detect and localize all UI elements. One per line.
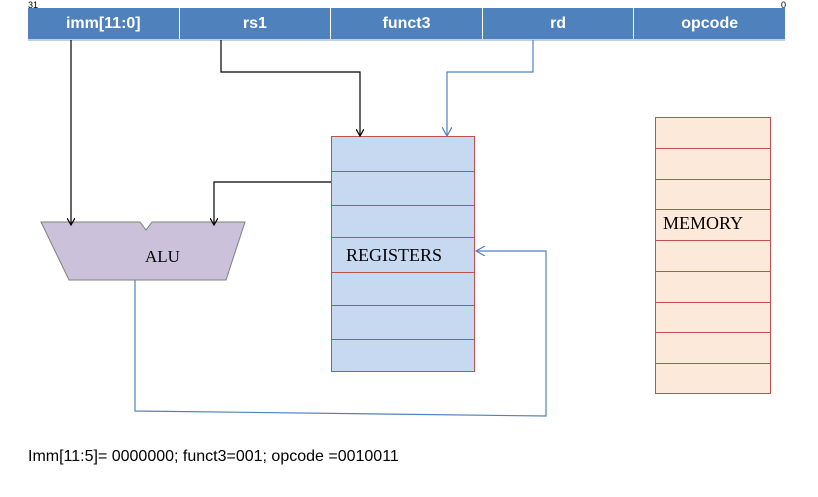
bit-label-lsb: 0 bbox=[781, 0, 787, 10]
memory-block: MEMORY bbox=[655, 117, 771, 394]
memory-row-divider bbox=[656, 332, 770, 333]
registers-block: REGISTERS bbox=[331, 136, 475, 372]
wire-registers-to-alu bbox=[214, 181, 331, 224]
encoding-footnote: Imm[11:5]= 0000000; funct3=001; opcode =… bbox=[28, 448, 399, 465]
alu-label: ALU bbox=[145, 247, 180, 266]
instruction-format-bar: imm[11:0] rs1 funct3 rd opcode bbox=[28, 8, 785, 39]
register-row-divider bbox=[332, 205, 474, 206]
register-row-divider bbox=[332, 305, 474, 306]
register-row-divider bbox=[332, 272, 474, 273]
wire-alu-to-registers bbox=[134, 251, 547, 417]
alu-shape bbox=[40, 221, 246, 281]
field-imm: imm[11:0] bbox=[28, 8, 180, 39]
register-row-divider bbox=[332, 237, 474, 238]
memory-row-divider bbox=[656, 363, 770, 364]
memory-row-divider bbox=[656, 209, 770, 210]
register-row-divider bbox=[332, 171, 474, 172]
memory-row-divider bbox=[656, 148, 770, 149]
field-rd: rd bbox=[483, 8, 635, 39]
memory-row-divider bbox=[656, 302, 770, 303]
bit-label-msb: 31 bbox=[28, 0, 39, 10]
register-row-divider bbox=[332, 339, 474, 340]
field-funct3: funct3 bbox=[331, 8, 483, 39]
wire-rd-to-registers bbox=[447, 40, 534, 135]
field-opcode: opcode bbox=[681, 14, 739, 32]
memory-row-divider bbox=[656, 240, 770, 241]
field-rs1: rs1 bbox=[180, 8, 332, 39]
memory-row-divider bbox=[656, 179, 770, 180]
wire-rs1-to-registers bbox=[220, 40, 360, 135]
memory-row-divider bbox=[656, 271, 770, 272]
memory-label: MEMORY bbox=[663, 213, 744, 233]
registers-label: REGISTERS bbox=[346, 245, 443, 265]
